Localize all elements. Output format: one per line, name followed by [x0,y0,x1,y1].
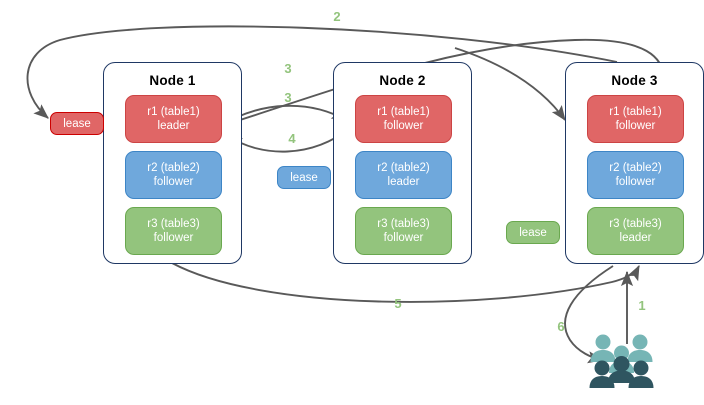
edge-step-3-to-node3 [214,38,665,129]
step-label-3-upper: 3 [284,61,292,76]
step-label-3-lower: 3 [284,90,292,105]
lease-label: lease [290,171,318,184]
step-label-6: 6 [557,319,565,334]
node-container-node1: Node 1 r1 (table1) leader r2 (table2) fo… [103,62,242,264]
replica-name: r1 (table1) [377,106,430,118]
lease-label: lease [63,117,91,130]
replica-name: r2 (table2) [147,162,200,174]
edge-step-3-arrowhead-node3 [454,47,566,121]
replica-name: r1 (table1) [147,106,200,118]
replica-name: r2 (table2) [609,162,662,174]
replica-role: follower [615,120,656,132]
replica-role: leader [619,232,652,244]
node-title-node3: Node 3 [611,73,658,88]
users-group-icon [589,334,654,388]
replica-node1-r2[interactable]: r2 (table2) follower [125,151,222,199]
replica-name: r3 (table3) [609,218,662,230]
lease-badge-table1[interactable]: lease [50,112,104,135]
edge-step-2 [26,25,618,119]
replica-role: follower [153,232,194,244]
replica-name: r2 (table2) [377,162,430,174]
replica-role: follower [383,120,424,132]
replica-role: follower [153,176,194,188]
replica-node3-r1[interactable]: r1 (table1) follower [587,95,684,143]
step-label-4: 4 [288,131,296,146]
replica-node2-r1[interactable]: r1 (table1) follower [355,95,452,143]
replica-node2-r3[interactable]: r3 (table3) follower [355,207,452,255]
lease-badge-table2[interactable]: lease [277,166,331,189]
replica-node3-r3[interactable]: r3 (table3) leader [587,207,684,255]
replica-node1-r1[interactable]: r1 (table1) leader [125,95,222,143]
lease-label: lease [519,226,547,239]
node-title-node2: Node 2 [379,73,426,88]
edge-step-6 [564,265,614,364]
replica-name: r3 (table3) [377,218,430,230]
node-title-node1: Node 1 [149,73,196,88]
step-label-2: 2 [333,9,341,24]
node-container-node2: Node 2 r1 (table1) follower r2 (table2) … [333,62,472,264]
replica-role: leader [157,120,190,132]
replica-role: follower [615,176,656,188]
replica-name: r1 (table1) [609,106,662,118]
replica-node2-r2[interactable]: r2 (table2) leader [355,151,452,199]
replica-name: r3 (table3) [147,218,200,230]
replica-role: leader [387,176,420,188]
step-label-1: 1 [638,298,646,313]
replica-node1-r3[interactable]: r3 (table3) follower [125,207,222,255]
node-container-node3: Node 3 r1 (table1) follower r2 (table2) … [565,62,704,264]
step-label-5: 5 [394,296,402,311]
replica-node3-r2[interactable]: r2 (table2) follower [587,151,684,199]
lease-badge-table3[interactable]: lease [506,221,560,244]
replica-role: follower [383,232,424,244]
